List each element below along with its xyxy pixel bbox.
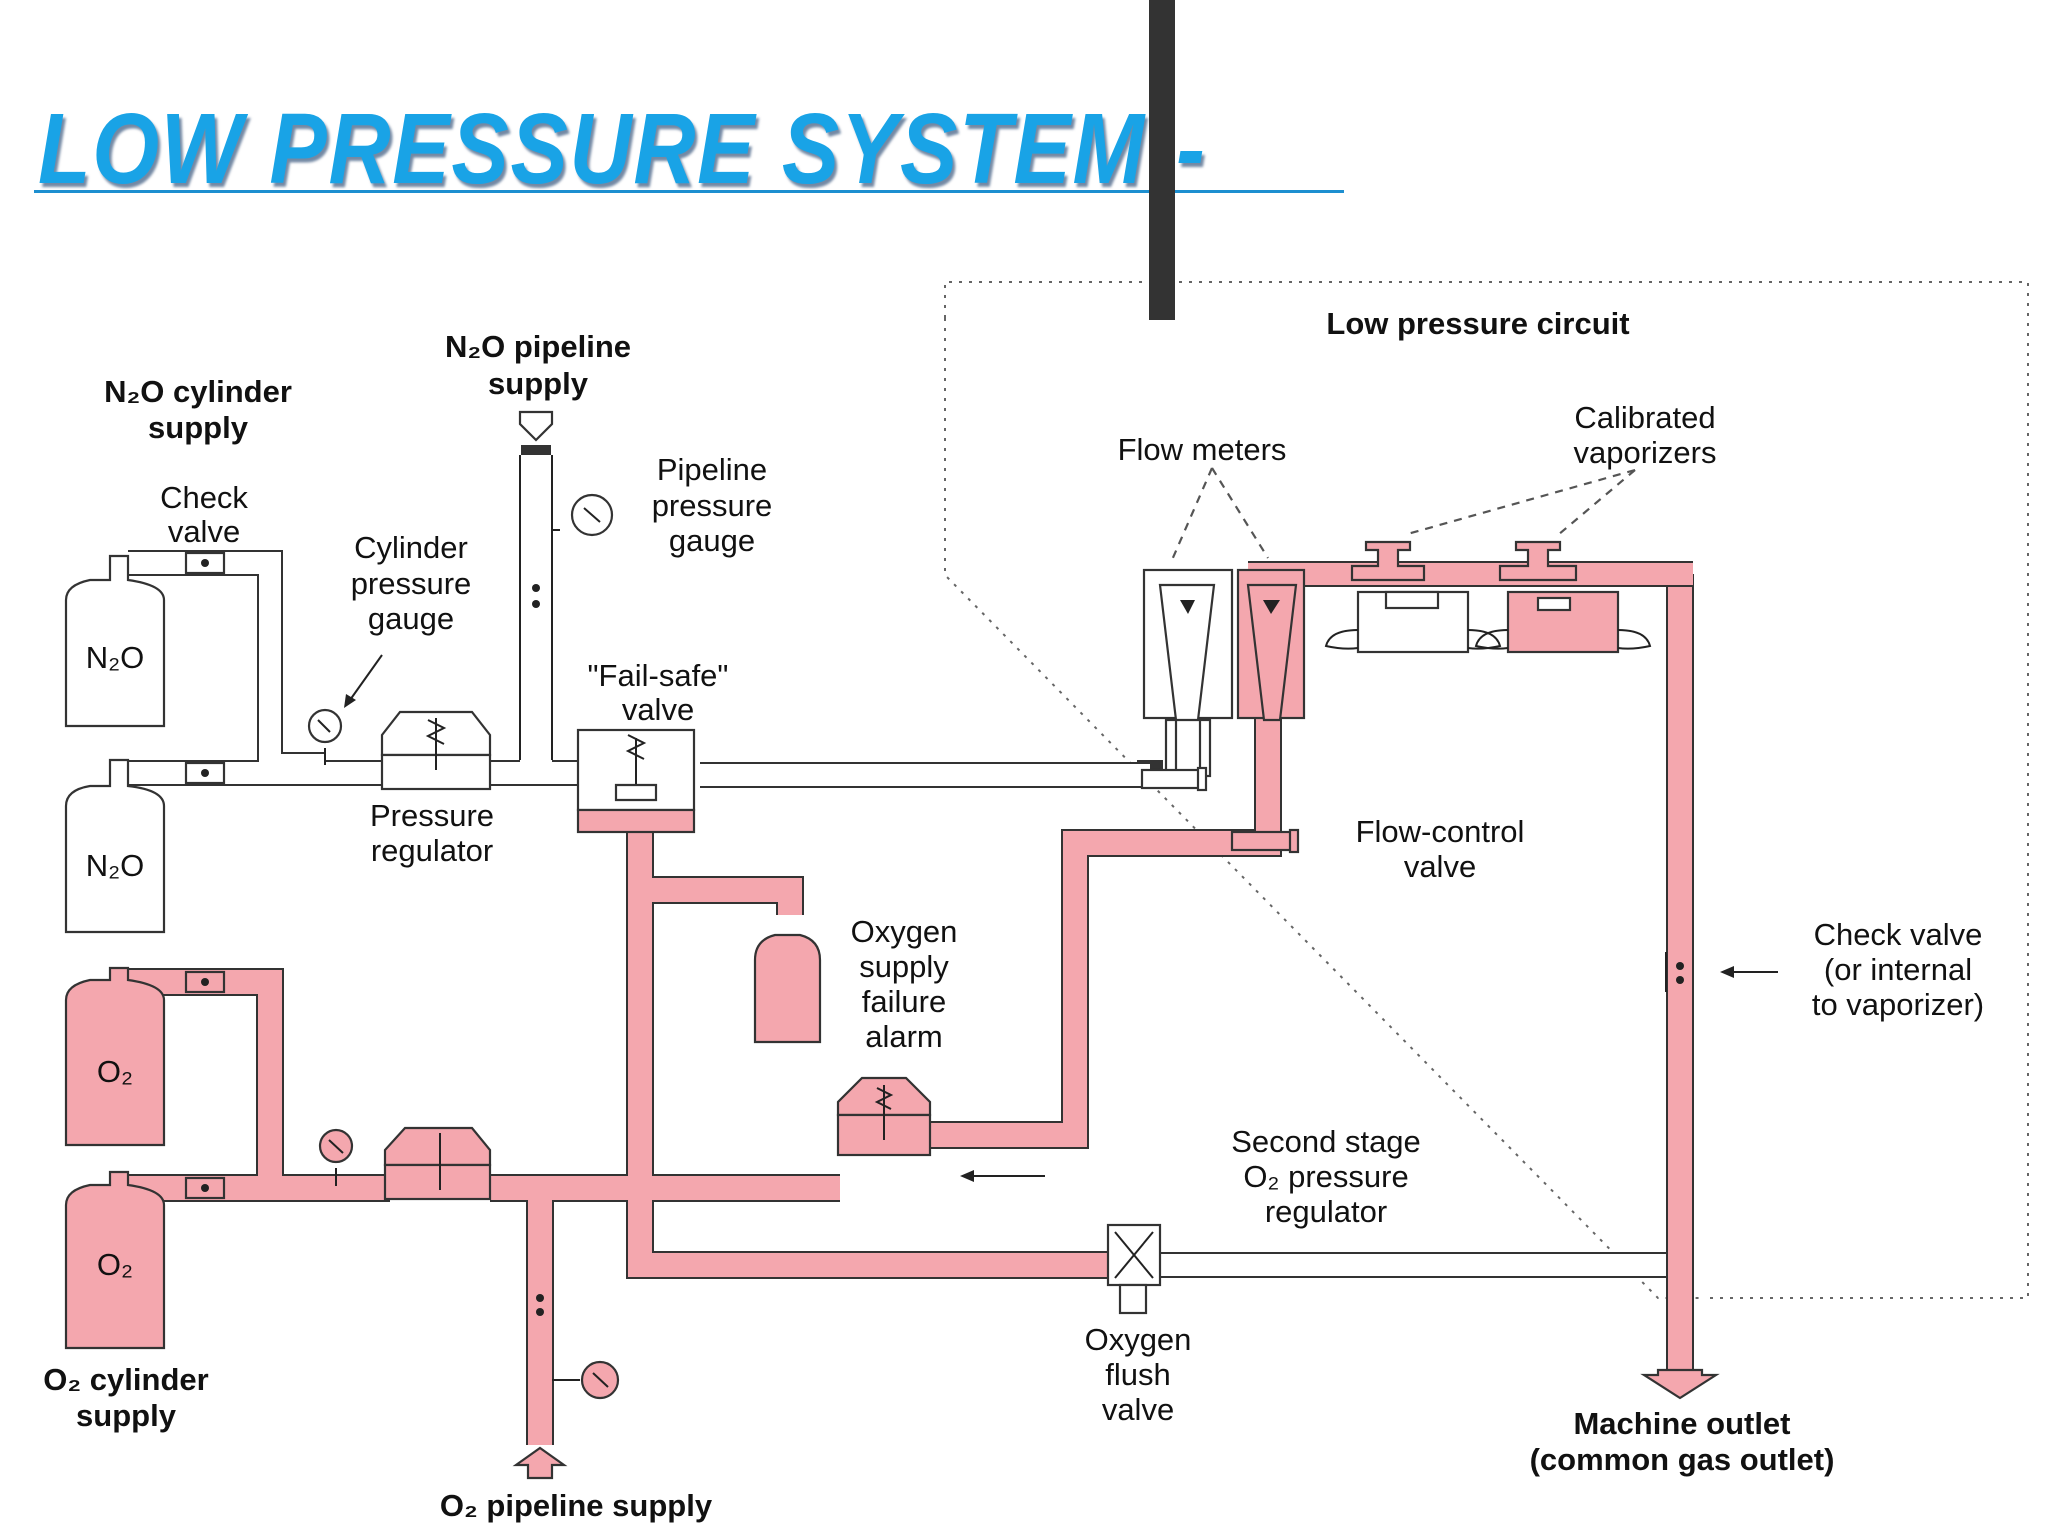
flow-control-valve-label-2: valve	[1404, 849, 1476, 884]
n2o-pipeline-supply-label-2: supply	[488, 366, 589, 401]
machine-outlet-label-2: (common gas outlet)	[1530, 1442, 1835, 1477]
o2-pipeline-inlet	[512, 1294, 568, 1480]
machine-outlet-label-1: Machine outlet	[1573, 1406, 1790, 1441]
cylinder-pressure-gauge-label-2: pressure	[351, 566, 472, 601]
n2o-pressure-regulator-icon	[380, 710, 492, 791]
second-stage-regulator-label-2: O₂ pressure	[1243, 1159, 1408, 1194]
fail-safe-valve-label-1: "Fail-safe"	[588, 658, 729, 693]
oxygen-supply-failure-alarm-label-3: failure	[862, 984, 946, 1019]
oxygen-supply-failure-alarm-label-1: Oxygen	[851, 914, 958, 949]
check-valve-vaporizer-label-3: to vaporizer)	[1812, 987, 1984, 1022]
o2-pressure-regulator-icon	[383, 1126, 492, 1201]
oxygen-flush-valve-label-3: valve	[1102, 1392, 1174, 1427]
n2o-cylinder-pressure-gauge-icon	[307, 708, 343, 765]
low-pressure-circuit-boundary	[944, 281, 2029, 1299]
n2o-cylinder-1: N₂O	[64, 554, 166, 728]
pressure-regulator-label-2: regulator	[371, 833, 493, 868]
oxygen-flush-valve-label-1: Oxygen	[1085, 1322, 1192, 1357]
check-valve-vaporizer-label-1: Check valve	[1814, 917, 1983, 952]
cylinder-pressure-gauge-label-1: Cylinder	[354, 530, 468, 565]
flow-control-valve-label-1: Flow-control	[1356, 814, 1525, 849]
o2-cylinder-supply-label-1: O₂ cylinder	[43, 1362, 208, 1397]
n2o-cylinder-supply-label-2: supply	[148, 410, 249, 445]
n2o-check-valve-icons	[184, 551, 226, 785]
check-valve-label-1: Check	[160, 480, 248, 515]
oxygen-supply-failure-alarm-icon	[753, 933, 822, 1044]
cylinder-pressure-gauge-label-3: gauge	[368, 601, 454, 636]
second-stage-o2-regulator-icon	[836, 1076, 932, 1157]
flow-meters-icon	[1140, 568, 1306, 854]
calibrated-vaporizers-label-2: vaporizers	[1574, 435, 1717, 470]
o2-pipeline-pressure-gauge-icon	[552, 1360, 620, 1400]
o2-cylinder-supply-label-2: supply	[76, 1398, 177, 1433]
o2-check-valve-icons	[184, 970, 226, 1200]
n2o-cylinder-2-label: N₂O	[86, 848, 145, 883]
second-stage-regulator-label-3: regulator	[1265, 1194, 1387, 1229]
n2o-pipeline-pressure-gauge-icon	[548, 493, 614, 537]
o2-cylinder-2-label: O₂	[97, 1247, 133, 1282]
fail-safe-valve-label-2: valve	[622, 692, 694, 727]
vaporizer-1-icon	[1324, 540, 1502, 654]
o2-cylinder-2: O₂	[64, 1170, 166, 1350]
o2-pipeline-supply-label: O₂ pipeline supply	[440, 1488, 713, 1523]
pipeline-pressure-gauge-label-2: pressure	[652, 488, 773, 523]
n2o-pipeline-arrow-icon	[518, 410, 554, 442]
title-underline	[34, 190, 1344, 193]
oxygen-flush-valve-label-2: flush	[1105, 1357, 1170, 1392]
calibrated-vaporizers-label-1: Calibrated	[1574, 400, 1715, 435]
n2o-pipeline-inlet	[518, 410, 554, 765]
low-pressure-circuit-label: Low pressure circuit	[1326, 306, 1629, 341]
second-stage-regulator-label-1: Second stage	[1231, 1124, 1421, 1159]
vaporizer-2-icon	[1474, 540, 1652, 654]
n2o-cylinder-2: N₂O	[64, 758, 166, 934]
o2-cylinder-1-label: O₂	[97, 1054, 133, 1089]
check-valve-vaporizer-label-2: (or internal	[1824, 952, 1972, 987]
slide-title: LOW PRESSURE SYSTEM:-	[38, 93, 1207, 205]
n2o-cylinder-1-label: N₂O	[86, 640, 145, 675]
check-valve-label-2: valve	[168, 514, 240, 549]
n2o-cylinder-supply-label-1: N₂O cylinder	[104, 374, 292, 409]
oxygen-flush-valve-icon	[1106, 1223, 1162, 1315]
oxygen-supply-failure-alarm-label-2: supply	[859, 949, 949, 984]
pipeline-pressure-gauge-label-1: Pipeline	[657, 452, 767, 487]
o2-pipeline-arrow-icon	[512, 1446, 568, 1480]
diagram-labels: Low pressure circuit N₂O pipeline supply…	[43, 306, 1984, 1523]
vaporizer-check-valve-icon	[1665, 952, 1684, 992]
machine-outlet-arrow-icon	[1640, 1368, 1720, 1400]
flow-meters-label: Flow meters	[1118, 432, 1287, 467]
n2o-pipeline-supply-label-1: N₂O pipeline	[445, 329, 631, 364]
oxygen-supply-failure-alarm-label-4: alarm	[865, 1019, 943, 1054]
fail-safe-valve-icon	[576, 728, 696, 834]
o2-cylinder-1: O₂	[64, 966, 166, 1147]
leader-lines	[344, 467, 1778, 1182]
pressure-regulator-label-1: Pressure	[370, 798, 494, 833]
o2-cylinder-pressure-gauge-icon	[318, 1128, 354, 1186]
pipeline-pressure-gauge-label-3: gauge	[669, 523, 755, 558]
